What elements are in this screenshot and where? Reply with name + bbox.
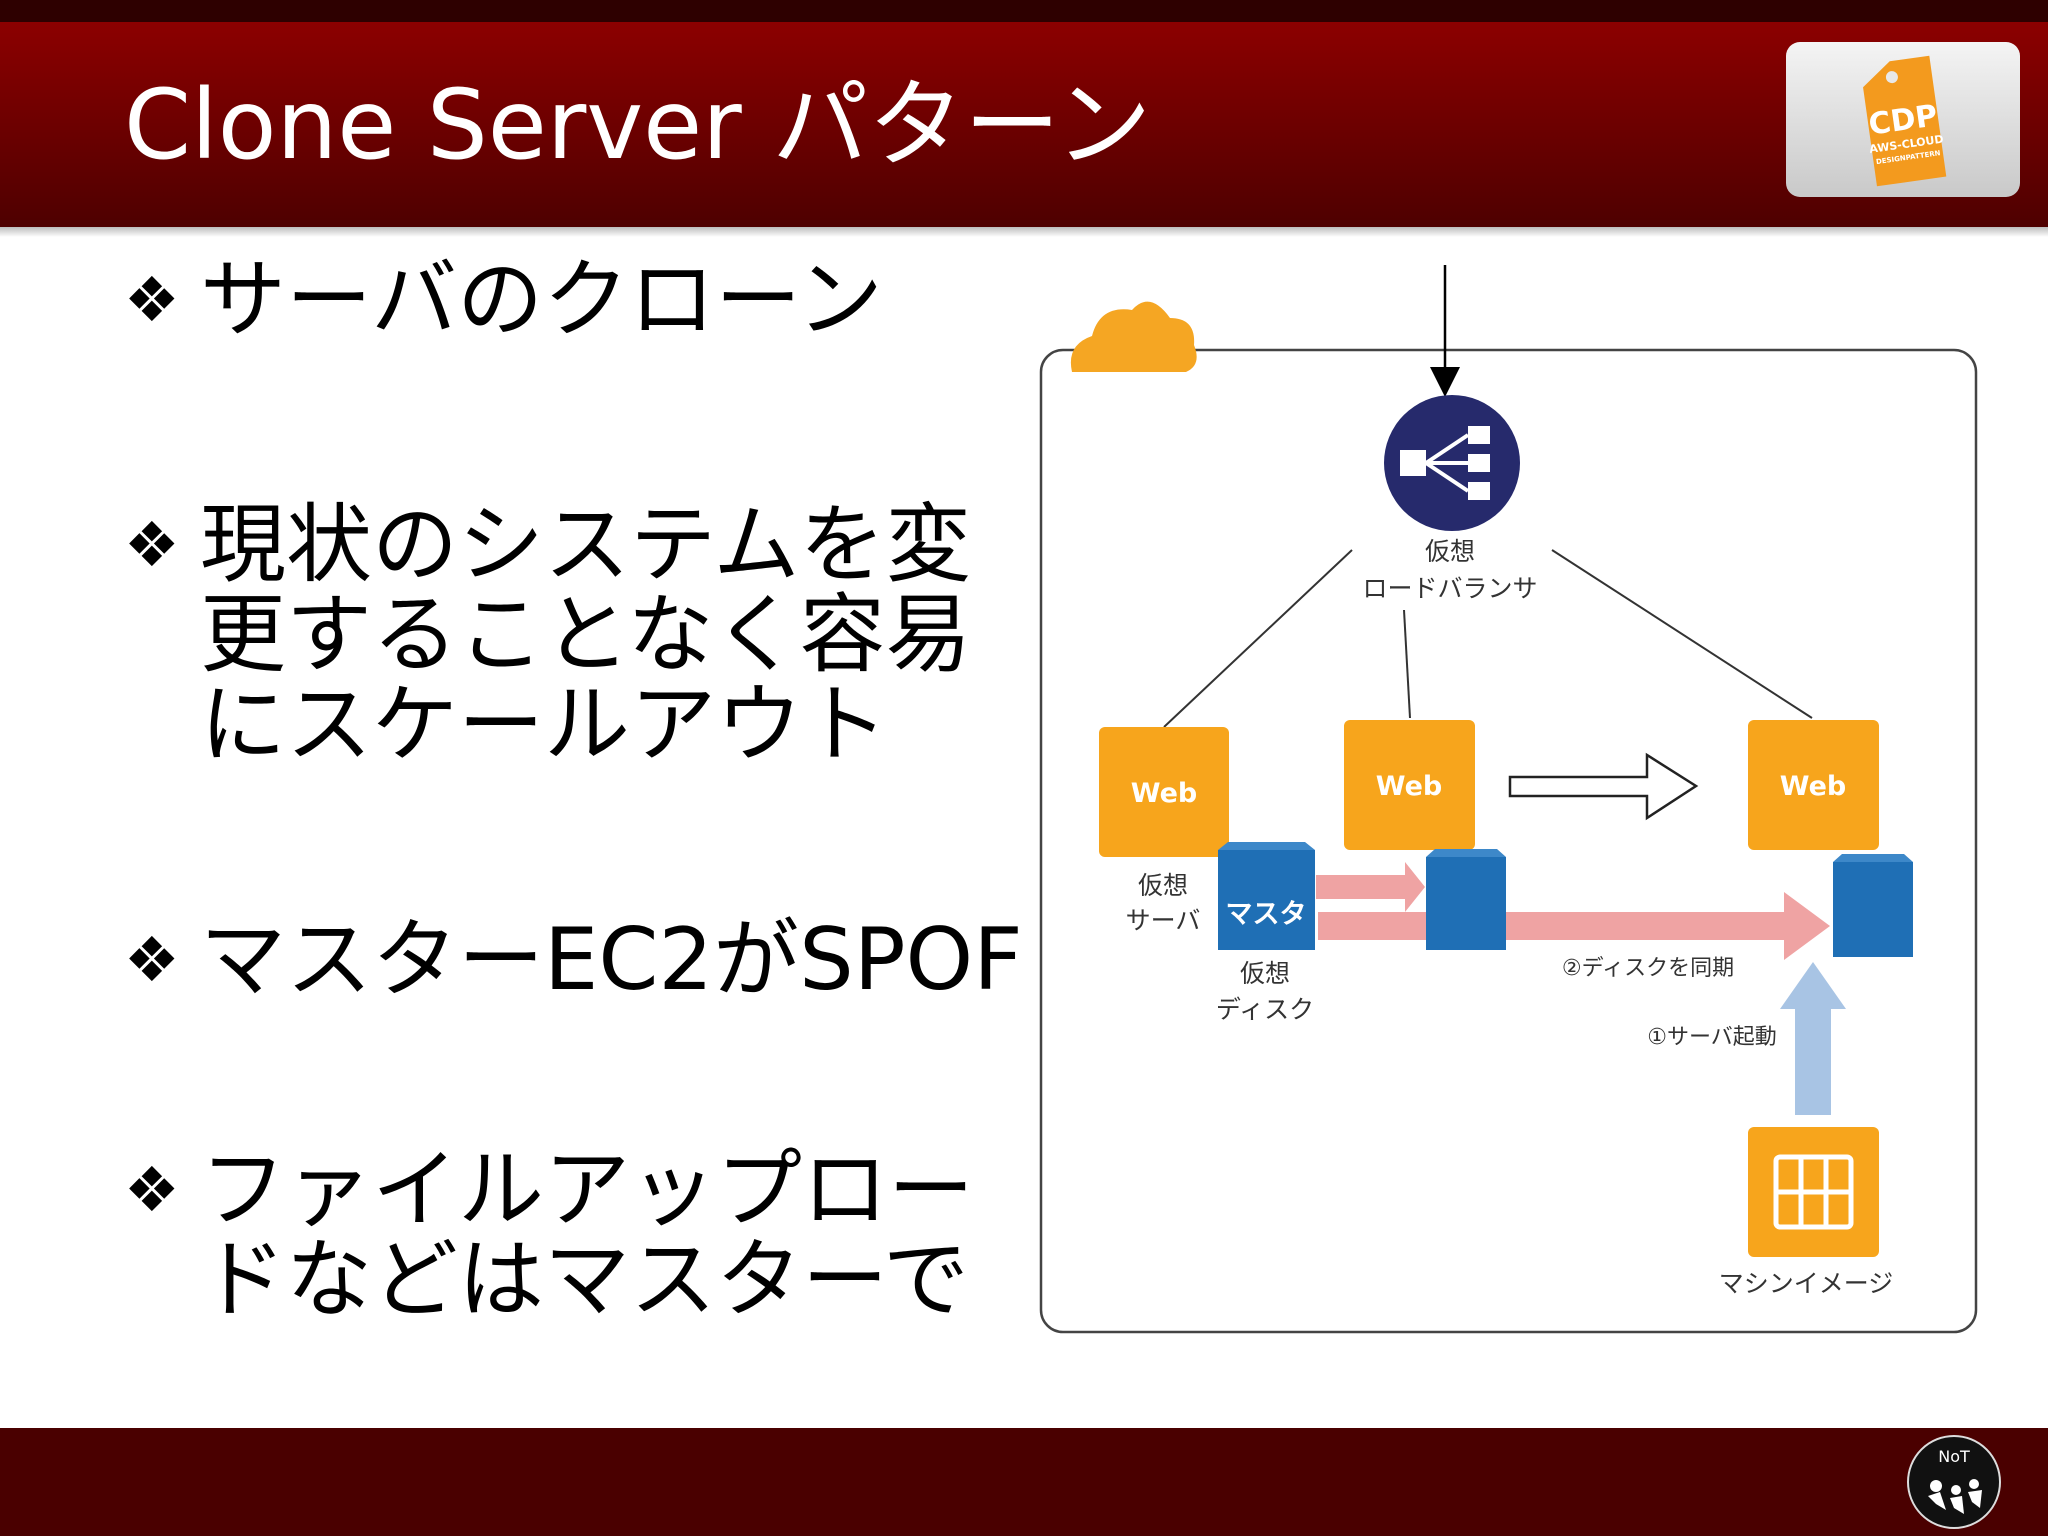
bullet-line: サーバのクローン [200,250,883,350]
web-server-2: Web [1344,720,1475,850]
bullet-diamond-icon: ❖ [124,508,180,581]
web-server-3: Web [1748,720,1879,850]
lb-to-web1-line [1163,549,1353,728]
bullet-line: マスターEC2がSPOF [200,910,1023,1010]
disk-icon-2 [1426,849,1506,950]
web-label: Web [1780,771,1846,802]
bullet-line: 現状のシステムを変 [200,495,972,595]
bullet-diamond-icon: ❖ [124,263,180,336]
ninja-logo-icon: NoT [1907,1435,2001,1529]
bullet-diamond-icon: ❖ [124,923,180,996]
cloud-boundary [1039,348,1978,1334]
cdp-logo: CDP AWS-CLOUD DESIGNPATTERN [1786,42,2020,197]
master-label: マスタ [1226,899,1307,930]
not-logo-text: NoT [1938,1447,1970,1466]
slide-footer [0,1428,2048,1536]
cloud-icon [1070,301,1197,372]
lb-label-line1: 仮想 [1425,537,1475,566]
virtual-server-label-line2: サーバ [1126,906,1201,935]
sync-disk-label: ②ディスクを同期 [1562,956,1734,981]
sync-arrow-to-disk2 [1316,862,1425,912]
clone-server-diagram: 仮想 ロードバランサ Web Web Web 仮想 サーバ マスタ [1039,265,1978,1334]
lb-to-web2-line [1403,609,1411,719]
boot-server-label: ①サーバ起動 [1647,1025,1777,1050]
load-balancer-icon [1384,395,1520,531]
master-disk-icon [1218,842,1315,950]
header-top-strip [0,0,2048,22]
boot-arrow [1780,962,1846,1115]
machine-image-icon [1748,1127,1879,1257]
bullet-line: 更することなく容易 [200,585,972,685]
web-label: Web [1131,778,1197,809]
web-label: Web [1376,771,1442,802]
clone-arrow [1508,752,1699,821]
machine-image-label: マシンイメージ [1719,1269,1894,1298]
virtual-server-label-line1: 仮想 [1138,871,1188,900]
slide-header [0,22,2048,227]
virtual-disk-label-line1: 仮想 [1240,959,1290,988]
slide-title: Clone Server パターン [124,69,1152,181]
bullet-line: ドなどはマスターで [200,1230,969,1330]
lb-to-web3-line [1551,549,1813,719]
bullet-line: ファイルアップロー [200,1140,974,1240]
sync-arrow-to-disk3 [1318,892,1830,960]
bullet-diamond-icon: ❖ [124,1153,180,1226]
not-logo: NoT [1906,1434,2002,1530]
header-shadow [0,227,2048,237]
disk-icon-3 [1833,854,1913,957]
web-server-1: Web [1099,727,1229,857]
bullet-line: にスケールアウト [200,675,888,775]
lb-label-line2: ロードバランサ [1362,574,1537,603]
virtual-disk-label-line2: ディスク [1216,995,1314,1024]
cdp-tag-icon: CDP AWS-CLOUD DESIGNPATTERN [1863,55,1947,187]
